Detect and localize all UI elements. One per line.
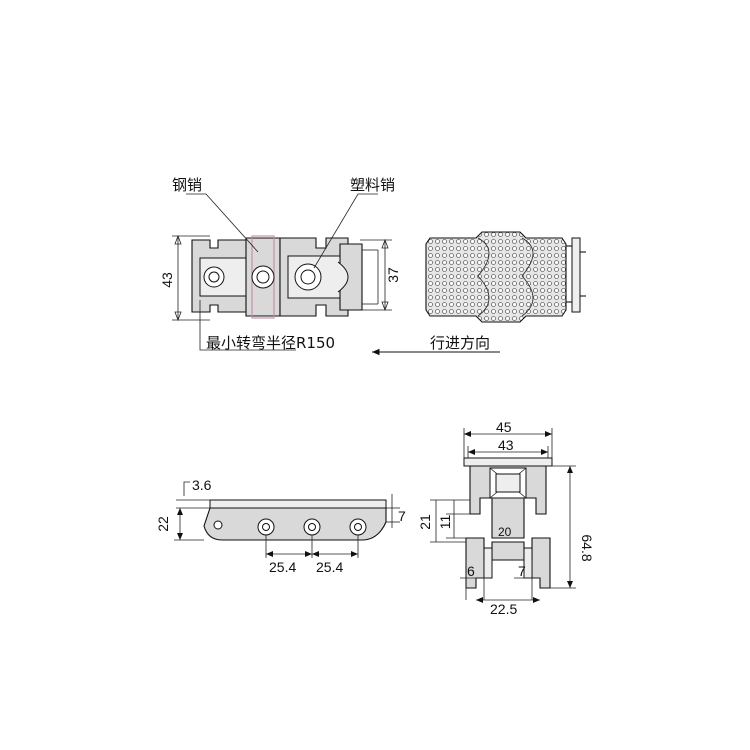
dim-64-8: 64.8 (579, 534, 595, 561)
dim-45: 45 (496, 419, 512, 435)
dim-7-side: 7 (398, 508, 406, 524)
dim-pitch-2: 25.4 (316, 559, 343, 575)
steel-pin-label: 钢销 (172, 176, 202, 194)
min-radius-label: 最小转弯半径R150 (206, 334, 335, 352)
dim-22: 22 (155, 516, 171, 532)
dim-3-6: 3.6 (192, 477, 212, 493)
chain-top-view (172, 193, 392, 351)
dim-21: 21 (417, 514, 433, 530)
dim-pitch-1: 25.4 (269, 559, 296, 575)
chain-cross-section (430, 428, 576, 603)
dim-7-section: 7 (518, 563, 526, 579)
dim-6: 6 (467, 563, 475, 579)
direction-label: 行进方向 (430, 334, 490, 352)
dim-43-section: 43 (498, 437, 514, 453)
dim-11: 11 (437, 515, 453, 530)
dim-20: 20 (498, 525, 512, 539)
chain-perforated-view (372, 231, 586, 356)
dim-22-5: 22.5 (490, 601, 517, 617)
chain-side-view (174, 481, 400, 558)
dim-43-side: 43 (159, 272, 175, 288)
plastic-pin-label: 塑料销 (350, 176, 395, 194)
dim-37-side: 37 (385, 267, 401, 283)
